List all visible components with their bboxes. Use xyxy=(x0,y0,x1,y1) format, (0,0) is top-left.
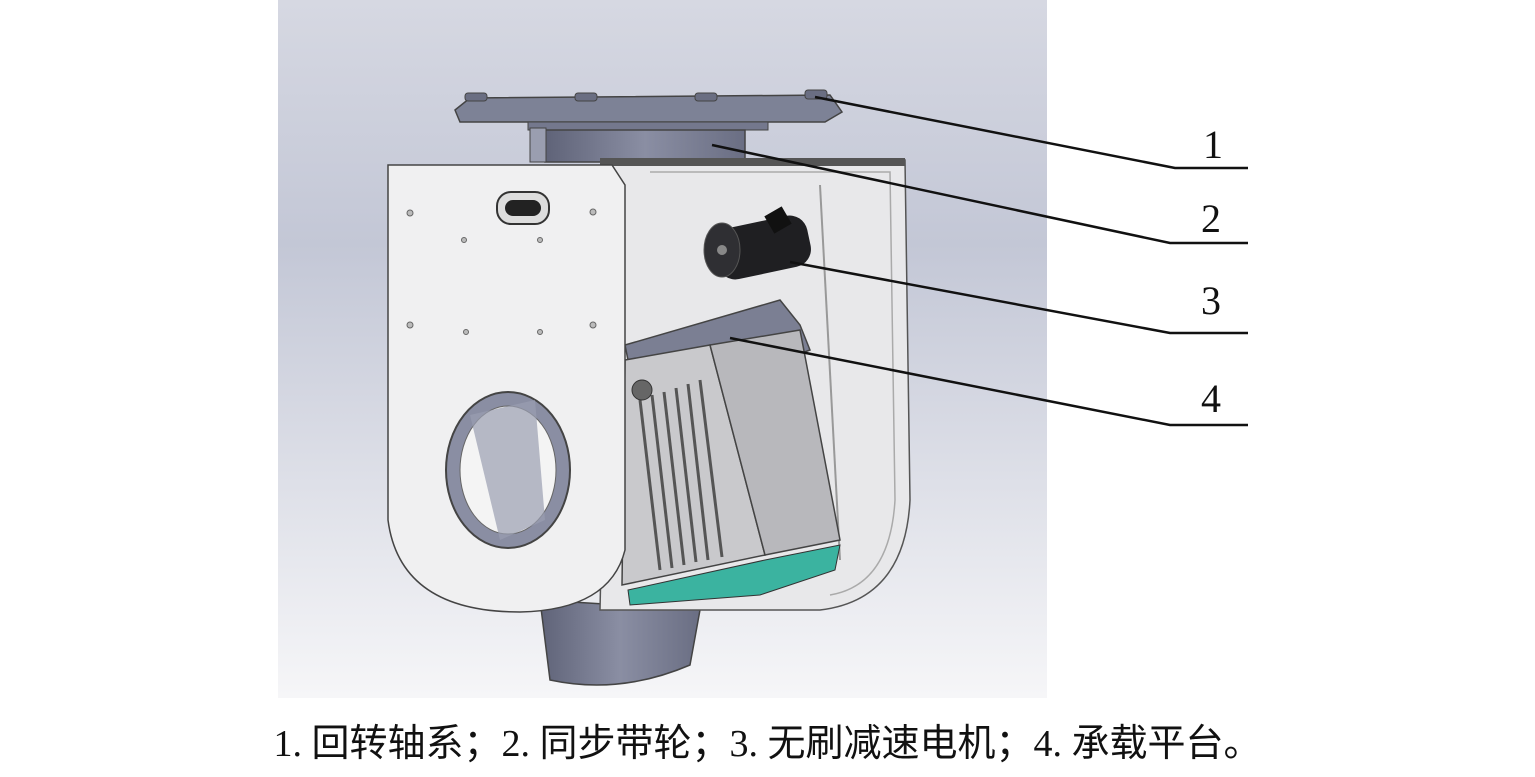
slewing-shaft-system xyxy=(454,89,844,123)
callout-label-3: 3 xyxy=(1201,278,1221,323)
left-frame-plate xyxy=(387,164,626,613)
callout-label-2: 2 xyxy=(1201,196,1221,241)
synchronous-pulley xyxy=(527,121,905,166)
leader-line-3 xyxy=(789,260,1248,335)
leader-line-1 xyxy=(814,95,1248,170)
callout-label-1: 1 xyxy=(1203,122,1223,167)
callout-label-4: 4 xyxy=(1201,376,1221,421)
figure-caption: 1. 回转轴系；2. 同步带轮；3. 无刷减速电机；4. 承载平台。 xyxy=(273,723,1262,765)
brushless-gear-motor xyxy=(703,206,811,280)
leader-line-4 xyxy=(729,336,1248,427)
leader-line-2 xyxy=(711,143,1248,245)
carrying-platform xyxy=(621,299,841,606)
lower-cylinder xyxy=(539,599,701,686)
